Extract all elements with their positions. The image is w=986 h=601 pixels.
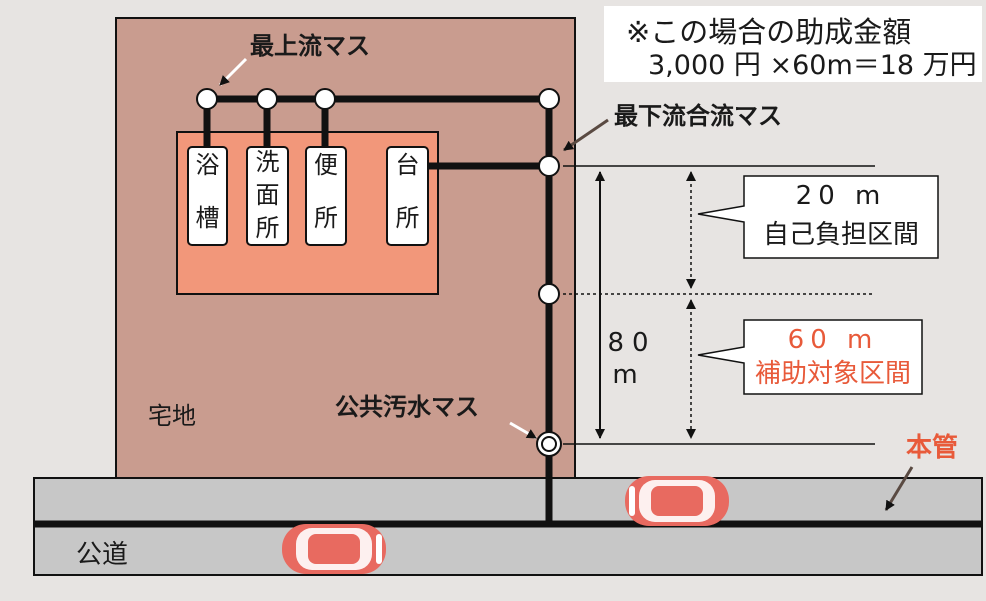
svg-text:所: 所 (256, 214, 280, 242)
car-icon (625, 476, 729, 526)
arrow-public-manhole (509, 421, 537, 440)
subsidy-note-title: ※この場合の助成金額 (626, 15, 911, 49)
label-top-manhole: 最上流マス (250, 32, 370, 60)
label-bottom-confluence: 最下流合流マス (614, 102, 782, 130)
label-lot: 宅地 (148, 402, 196, 430)
svg-text:台: 台 (396, 151, 420, 179)
callout-self-pay: 20 m 自己負担区間 (697, 175, 939, 259)
svg-text:所: 所 (396, 204, 420, 232)
subsidized-name: 補助対象区間 (755, 359, 911, 389)
subsidy-note-box (604, 6, 982, 82)
room-bath: 浴 槽 (187, 146, 228, 246)
manholes (196, 88, 560, 305)
svg-text:槽: 槽 (196, 204, 220, 232)
svg-text:所: 所 (314, 204, 338, 232)
room-toilet: 便 所 (305, 146, 347, 246)
arrow-top-manhole (218, 57, 248, 87)
total-length-unit: m (612, 360, 637, 390)
callout-subsidized: 60 m 補助対象区間 (697, 319, 923, 395)
arrow-main-pipe (884, 466, 914, 511)
subsidy-note-formula: 3,000 円 ×60m＝18 万円 (648, 50, 977, 81)
svg-text:面: 面 (256, 181, 280, 209)
self-pay-name: 自己負担区間 (763, 220, 919, 250)
room-washroom: 洗 面 所 (246, 146, 289, 246)
svg-text:洗: 洗 (256, 148, 280, 176)
svg-text:便: 便 (314, 151, 338, 179)
manhole-bottom-confluence (538, 155, 560, 177)
total-length-number: 80 (607, 328, 656, 358)
svg-text:浴: 浴 (196, 151, 220, 179)
label-main-pipe: 本管 (906, 433, 958, 463)
label-public-manhole: 公共汚水マス (335, 393, 479, 421)
arrow-bottom-confluence (563, 118, 609, 152)
manhole (256, 88, 278, 110)
manhole-section-boundary (538, 283, 560, 305)
manhole-corner (538, 88, 560, 110)
self-pay-length: 20 m (796, 181, 887, 211)
car-icon (282, 524, 386, 574)
public-manhole (536, 431, 562, 457)
room-kitchen: 台 所 (386, 146, 429, 246)
label-road: 公道 (76, 540, 128, 570)
subsidized-length: 60 m (788, 325, 879, 355)
manhole-top-upstream (196, 88, 218, 110)
manhole (314, 88, 336, 110)
